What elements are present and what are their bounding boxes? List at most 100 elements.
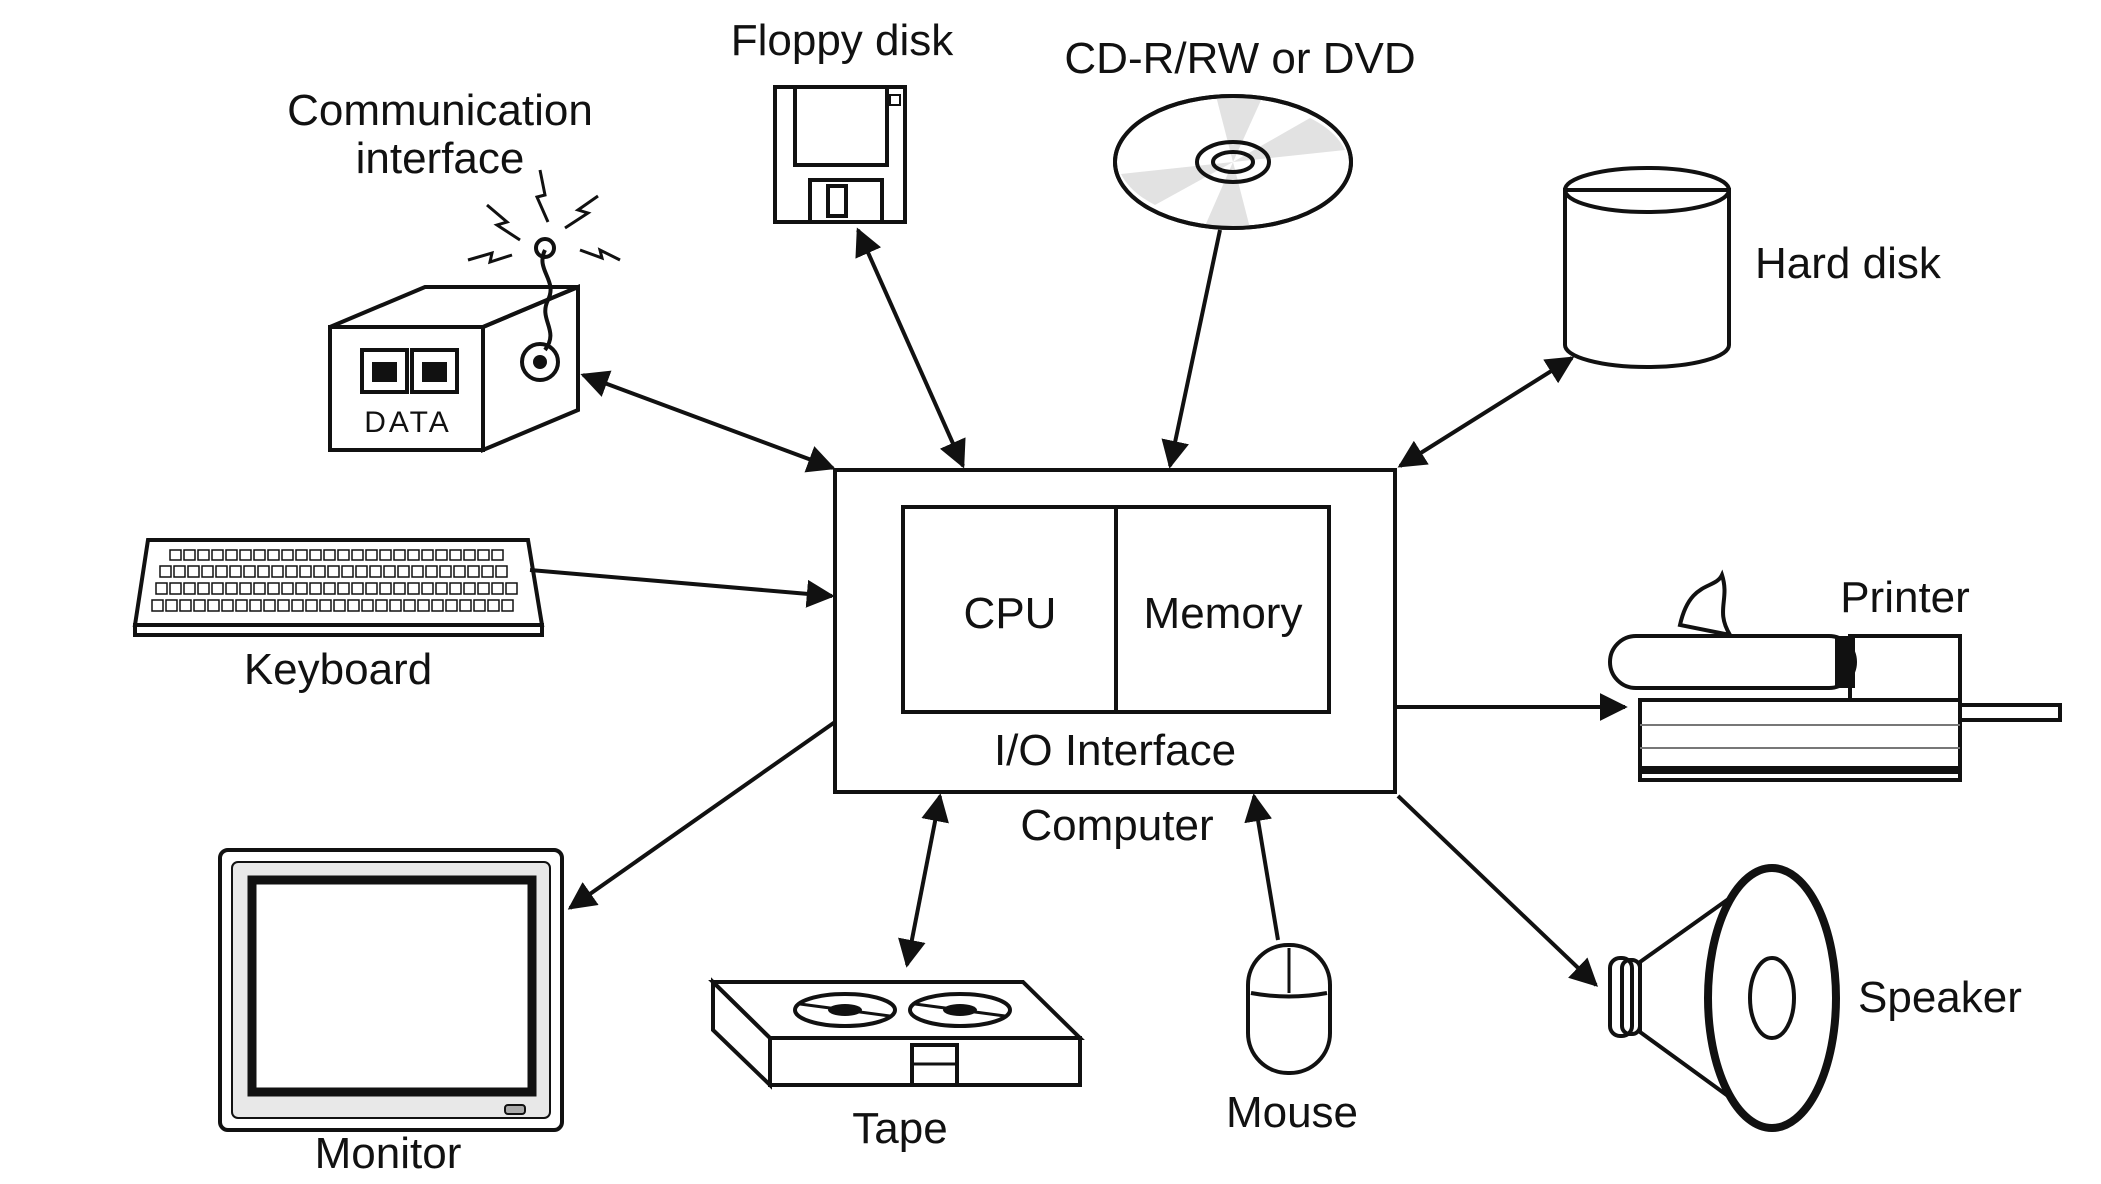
keyboard-key bbox=[375, 599, 388, 612]
keyboard-key bbox=[421, 582, 434, 595]
arrow-cd bbox=[1161, 229, 1222, 469]
keyboard-key bbox=[327, 565, 340, 578]
keyboard-key bbox=[197, 549, 210, 561]
keyboard-key bbox=[481, 565, 494, 578]
arrow-floppy bbox=[855, 227, 966, 469]
keyboard-key bbox=[463, 582, 476, 595]
keyboard-key bbox=[197, 582, 210, 595]
keyboard-key bbox=[305, 599, 318, 612]
arrow-hard-disk bbox=[1397, 356, 1575, 468]
keyboard-key bbox=[379, 549, 392, 561]
signal-lightning-icon bbox=[467, 169, 621, 265]
keyboard-key bbox=[417, 599, 430, 612]
keyboard-key bbox=[473, 599, 486, 612]
keyboard-key bbox=[411, 565, 424, 578]
keyboard-key bbox=[477, 582, 490, 595]
keyboard-key bbox=[393, 582, 406, 595]
keyboard-key bbox=[313, 565, 326, 578]
keyboard-key bbox=[215, 565, 228, 578]
keyboard-key bbox=[159, 565, 172, 578]
keyboard-icon bbox=[132, 538, 545, 637]
keyboard-key bbox=[355, 565, 368, 578]
keyboard-key bbox=[393, 549, 406, 561]
keyboard-key bbox=[365, 582, 378, 595]
keyboard-key bbox=[337, 582, 350, 595]
communication-label-line2: interface bbox=[356, 134, 525, 183]
floppy-disk-icon bbox=[773, 85, 907, 224]
monitor-icon bbox=[218, 848, 564, 1132]
keyboard-key bbox=[463, 549, 476, 561]
keyboard-key bbox=[495, 565, 508, 578]
tape-icon bbox=[708, 977, 1085, 1090]
keyboard-key bbox=[291, 599, 304, 612]
cpu-label: CPU bbox=[964, 589, 1057, 638]
keyboard-key bbox=[477, 549, 490, 561]
keyboard-key bbox=[165, 599, 178, 612]
arrow-monitor bbox=[567, 720, 837, 910]
keyboard-key bbox=[183, 549, 196, 561]
memory-label: Memory bbox=[1144, 589, 1303, 638]
printer-label: Printer bbox=[1840, 573, 1970, 622]
keyboard-key bbox=[347, 599, 360, 612]
keyboard-key bbox=[337, 549, 350, 561]
keyboard-key bbox=[389, 599, 402, 612]
printer-icon bbox=[1608, 569, 2062, 782]
keyboard-key bbox=[309, 582, 322, 595]
connection-arrows bbox=[529, 227, 1628, 987]
speaker-label: Speaker bbox=[1858, 973, 2022, 1022]
keyboard-key bbox=[459, 599, 472, 612]
keyboard-key bbox=[235, 599, 248, 612]
keyboard-key bbox=[285, 565, 298, 578]
keyboard-key bbox=[435, 549, 448, 561]
keyboard-key bbox=[281, 582, 294, 595]
keyboard-key bbox=[397, 565, 410, 578]
keyboard-key bbox=[225, 582, 238, 595]
keyboard-key bbox=[341, 565, 354, 578]
floppy-label: Floppy disk bbox=[731, 16, 955, 65]
keyboard-key bbox=[351, 582, 364, 595]
keyboard-key bbox=[173, 565, 186, 578]
mouse-label: Mouse bbox=[1226, 1088, 1358, 1137]
cd-label: CD-R/RW or DVD bbox=[1064, 34, 1415, 83]
keyboard-key bbox=[501, 599, 514, 612]
keyboard-key bbox=[453, 565, 466, 578]
tape-label: Tape bbox=[852, 1104, 947, 1153]
keyboard-key bbox=[267, 549, 280, 561]
keyboard-key bbox=[407, 549, 420, 561]
data-port-icon bbox=[410, 348, 459, 394]
keyboard-key bbox=[491, 582, 504, 595]
keyboard-key bbox=[249, 599, 262, 612]
hard-disk-icon bbox=[1563, 166, 1731, 369]
keyboard-key bbox=[201, 565, 214, 578]
keyboard-key bbox=[365, 549, 378, 561]
communication-interface: DATA bbox=[328, 169, 621, 454]
arrow-communication bbox=[580, 370, 836, 473]
arrow-mouse bbox=[1244, 793, 1280, 941]
data-port-icon bbox=[360, 348, 409, 394]
monitor-label: Monitor bbox=[315, 1129, 462, 1178]
keyboard-key bbox=[295, 549, 308, 561]
keyboard-key bbox=[403, 599, 416, 612]
keyboard-key bbox=[323, 582, 336, 595]
keyboard-key bbox=[431, 599, 444, 612]
keyboard-key bbox=[211, 549, 224, 561]
keyboard-key bbox=[239, 549, 252, 561]
keyboard-key bbox=[193, 599, 206, 612]
keyboard-key bbox=[169, 582, 182, 595]
memory-block bbox=[1114, 505, 1331, 714]
arrow-tape bbox=[898, 793, 949, 968]
keyboard-key bbox=[229, 565, 242, 578]
hard-disk-label: Hard disk bbox=[1755, 239, 1942, 288]
mouse-icon bbox=[1246, 943, 1332, 1075]
keyboard-key bbox=[257, 565, 270, 578]
keyboard-key bbox=[179, 599, 192, 612]
keyboard-key bbox=[445, 599, 458, 612]
keyboard-key bbox=[449, 549, 462, 561]
keyboard-key bbox=[361, 599, 374, 612]
keyboard-key bbox=[407, 582, 420, 595]
keyboard-key bbox=[169, 549, 182, 561]
keyboard-key bbox=[299, 565, 312, 578]
keyboard-key bbox=[225, 549, 238, 561]
computer-box: CPU Memory I/O Interface bbox=[833, 468, 1397, 794]
